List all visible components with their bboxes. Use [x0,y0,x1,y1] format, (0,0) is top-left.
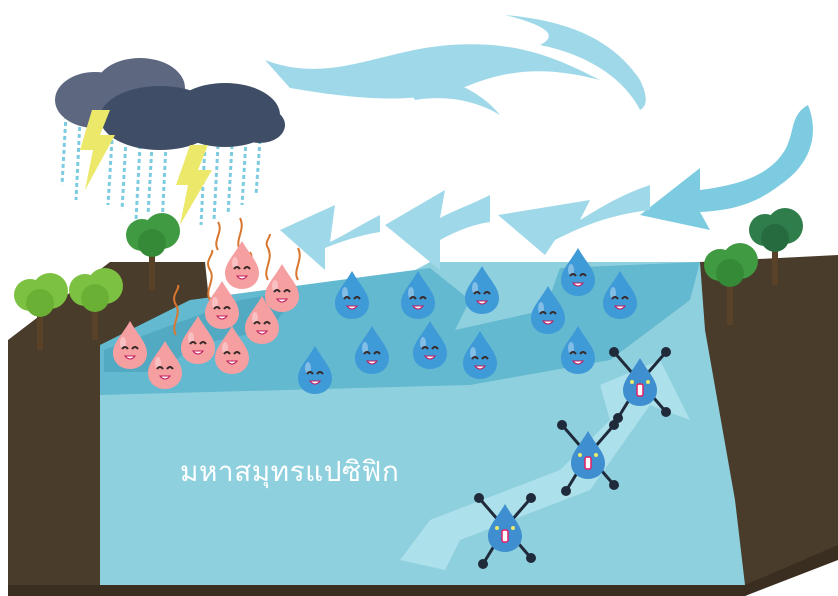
warm-water-drop-icon [265,264,299,312]
wind-arrows [265,15,813,270]
ocean-label: มหาสมุทรแปซิฟิก [180,450,399,494]
wind-arrow-icon [402,77,500,115]
lightning-icon [176,145,212,225]
storm-cloud-group [55,58,285,225]
wind-arrow-icon [498,185,650,255]
cool-water-drop-icon [561,248,595,296]
wind-arrow-icon [280,205,380,270]
warm-water-drop-icon [225,241,259,289]
wind-arrow-icon [385,190,490,270]
